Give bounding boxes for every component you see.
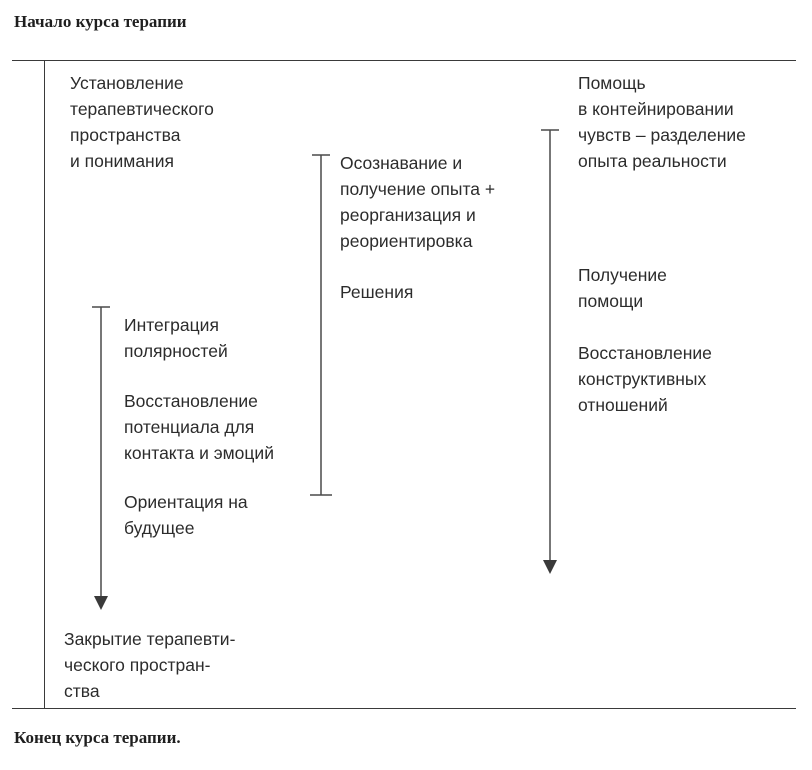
phase-restore-relations: Восстановление конструктивных отношений <box>578 340 712 418</box>
phase-restore-potential-line: потенциала для <box>124 417 255 437</box>
phase-closing-line: Закрытие терапевти- <box>64 629 236 649</box>
phase-restore-potential-line: Восстановление <box>124 391 258 411</box>
phase-restore-potential-line: контакта и эмоций <box>124 443 274 463</box>
phase-receive-help-line: Получение <box>578 265 667 285</box>
phase-decisions-line: Решения <box>340 282 414 302</box>
phase-awareness-line: Осознавание и <box>340 153 463 173</box>
phase-containment-line: в контейнировании <box>578 99 734 119</box>
phase-awareness-line: получение опыта + <box>340 179 496 199</box>
phase-restore-relations-line: Восстановление <box>578 343 712 363</box>
awareness-timeline <box>310 154 332 496</box>
phase-containment-line: Помощь <box>578 73 646 93</box>
frame-bottom-rule <box>12 708 796 709</box>
phase-containment-line: опыта реальности <box>578 151 727 171</box>
integration-timeline <box>92 306 110 610</box>
phase-restore-relations-line: отношений <box>578 395 668 415</box>
diagram-end-caption: Конец курса терапии. <box>14 728 181 747</box>
phase-establish-space: Установление терапевтического пространст… <box>70 70 214 174</box>
phase-receive-help-line: помощи <box>578 291 644 311</box>
phase-containment: Помощь в контейнировании чувств – раздел… <box>578 70 746 174</box>
phase-future-line: будущее <box>124 518 195 538</box>
phase-establish-line: пространства <box>70 125 181 145</box>
diagram-start-caption: Начало курса терапии <box>14 12 187 31</box>
phase-integration-line: Интеграция <box>124 315 219 335</box>
containment-timeline <box>541 129 559 574</box>
phase-decisions: Решения <box>340 279 413 305</box>
phase-receive-help: Получение помощи <box>578 262 667 314</box>
phase-integration-line: полярностей <box>124 341 228 361</box>
phase-establish-line: Установление <box>70 73 184 93</box>
frame-left-rule <box>44 60 45 708</box>
phase-awareness: Осознавание и получение опыта + реоргани… <box>340 150 495 254</box>
phase-awareness-line: реорганизация и <box>340 205 476 225</box>
phase-closing-space: Закрытие терапевти- ческого простран- ст… <box>64 626 235 704</box>
phase-containment-line: чувств – разделение <box>578 125 746 145</box>
frame-top-rule <box>12 60 796 61</box>
phase-future-line: Ориентация на <box>124 492 248 512</box>
phase-closing-line: ческого простран- <box>64 655 211 675</box>
phase-restore-potential: Восстановление потенциала для контакта и… <box>124 388 274 466</box>
integration-timeline-arrow-icon <box>94 596 108 610</box>
phase-establish-line: терапевтического <box>70 99 214 119</box>
phase-awareness-line: реориентировка <box>340 231 473 251</box>
phase-integration: Интеграция полярностей <box>124 312 228 364</box>
phase-future-orientation: Ориентация на будущее <box>124 489 248 541</box>
phase-restore-relations-line: конструктивных <box>578 369 707 389</box>
phase-establish-line: и понимания <box>70 151 174 171</box>
phase-closing-line: ства <box>64 681 100 701</box>
containment-timeline-arrow-icon <box>543 560 557 574</box>
